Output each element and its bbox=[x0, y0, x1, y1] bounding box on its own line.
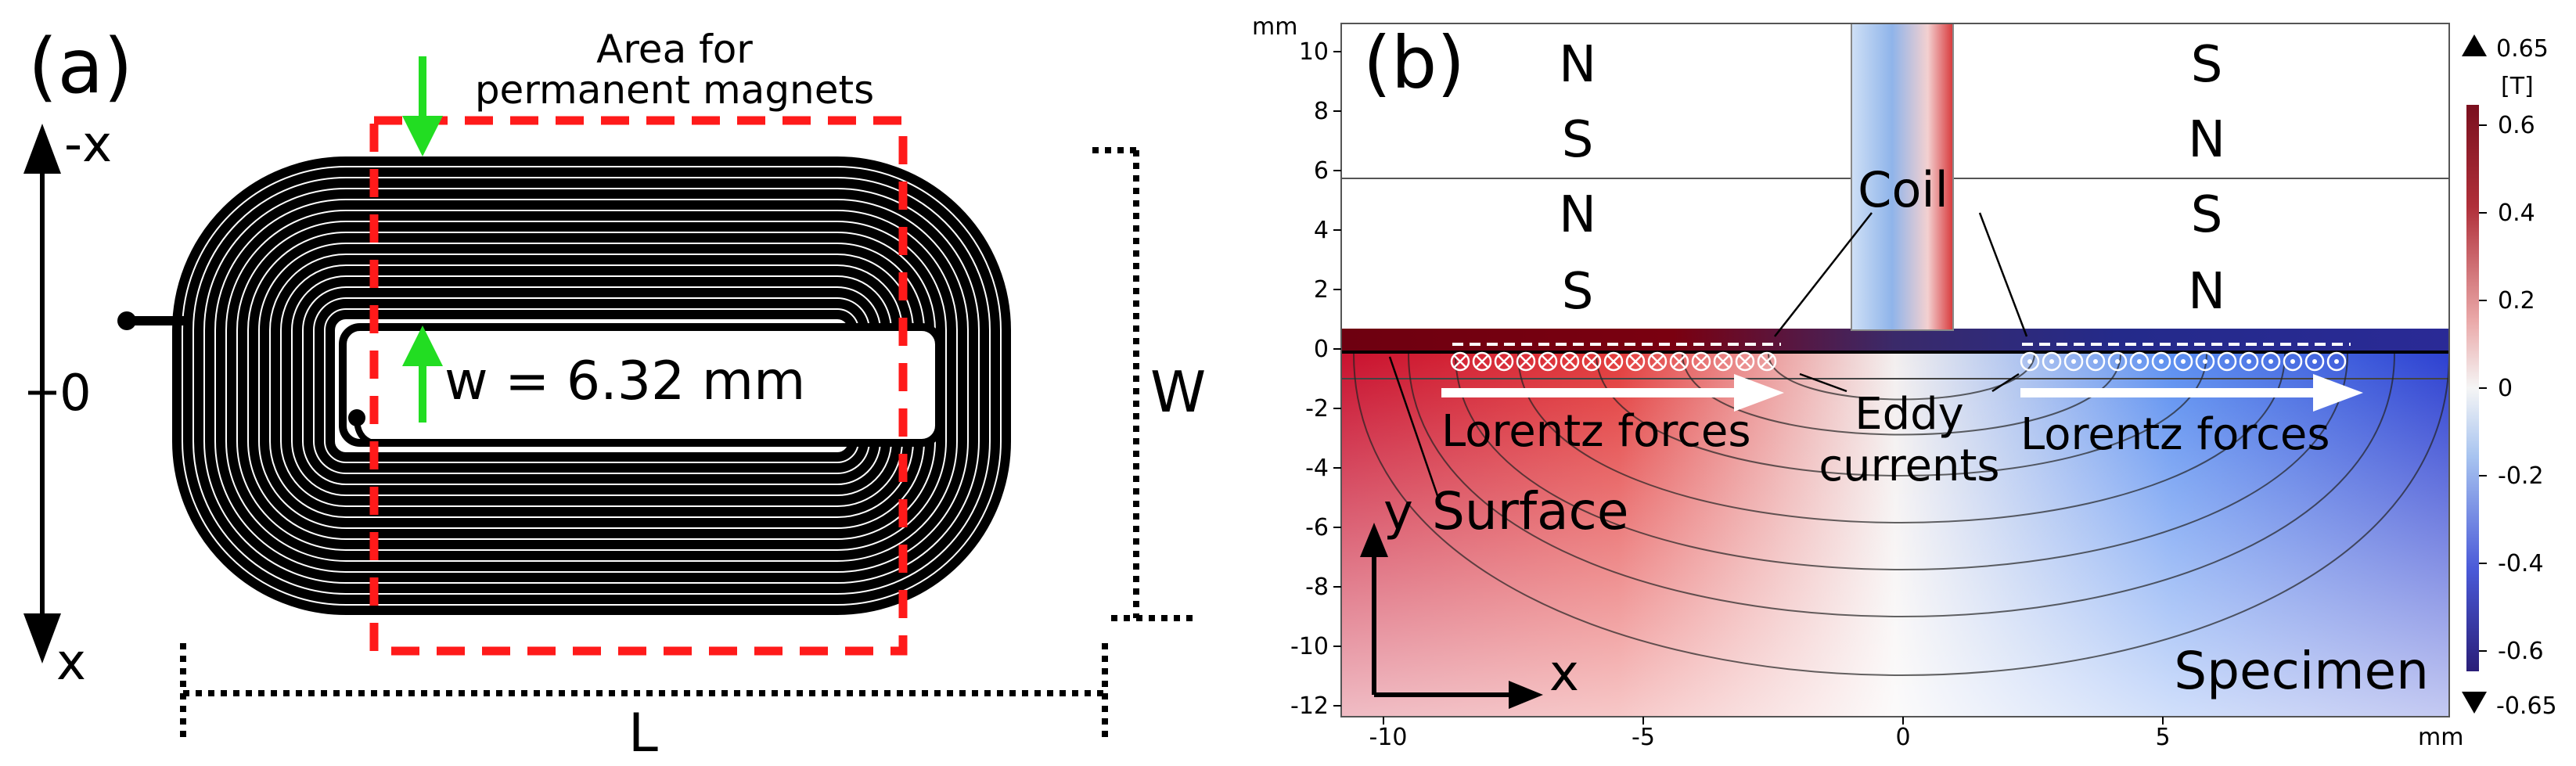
xy-axes-indicator bbox=[1360, 523, 1543, 709]
coil-cross-section bbox=[1851, 23, 1954, 331]
axis-pos-x-label: x bbox=[56, 634, 86, 692]
eddy-current-markers-left bbox=[1450, 351, 1777, 372]
y-tick: -4 bbox=[1305, 455, 1329, 482]
colorbar-max-label: 0.65 bbox=[2496, 35, 2549, 63]
y-tick: 8 bbox=[1314, 98, 1329, 125]
colorbar-tick: -0.4 bbox=[2498, 550, 2544, 577]
axis-neg-x-label: -x bbox=[64, 116, 112, 174]
colorbar-tick: -0.2 bbox=[2498, 462, 2544, 490]
field-plot bbox=[1341, 23, 2449, 717]
magnet-area-box bbox=[369, 116, 908, 656]
colorbar-unit: [T] bbox=[2501, 73, 2534, 100]
y-tick: -2 bbox=[1305, 395, 1329, 423]
colorbar-tick: 0 bbox=[2498, 375, 2513, 402]
axis-y-label: y bbox=[1383, 484, 1413, 541]
y-tick-labels: 10 8 6 4 2 0 -2 -4 -6 -8 -10 -12 bbox=[1290, 38, 1329, 720]
axis-x-label: x bbox=[1549, 645, 1579, 703]
unit-right: mm bbox=[2418, 724, 2463, 751]
y-tick: -8 bbox=[1305, 574, 1329, 601]
y-tick: 6 bbox=[1314, 157, 1329, 185]
x-tick: -5 bbox=[1632, 724, 1655, 751]
green-width-arrows bbox=[402, 56, 443, 423]
annotation-pointers bbox=[1388, 212, 2028, 508]
eddy-current-markers-right bbox=[2020, 351, 2347, 372]
y-tick: -6 bbox=[1305, 514, 1329, 541]
colorbar: 0.65 [T] 0.6 0.4 0.2 0 -0.2 -0.4 -0.6 -0… bbox=[2462, 34, 2557, 720]
magnet-area-label-line1: Area for bbox=[596, 27, 753, 72]
specimen-label: Specimen bbox=[2174, 641, 2429, 701]
colorbar-tick: 0.4 bbox=[2498, 200, 2535, 227]
coil-width-label: w = 6.32 mm bbox=[444, 351, 805, 412]
y-ticks bbox=[1333, 51, 1341, 707]
colorbar-tick: 0.6 bbox=[2498, 112, 2535, 139]
lorentz-arrow-left bbox=[1441, 374, 1784, 412]
magnet-left-4: S bbox=[1562, 263, 1594, 321]
lorentz-arrow-right bbox=[2020, 374, 2363, 412]
panel-a-label: (a) bbox=[28, 23, 133, 110]
colorbar-min-marker bbox=[2462, 692, 2487, 714]
coil-label: Coil bbox=[1858, 161, 1948, 218]
y-tick: 4 bbox=[1314, 217, 1329, 244]
y-tick: 10 bbox=[1299, 38, 1329, 66]
magnet-left-1: N bbox=[1559, 36, 1596, 94]
colorbar-max-marker bbox=[2462, 34, 2487, 56]
magnet-area-label-line2: permanent magnets bbox=[475, 67, 874, 113]
axis-zero-label: 0 bbox=[59, 365, 92, 423]
colorbar-min-label: -0.65 bbox=[2496, 692, 2557, 720]
magnet-right-3: S bbox=[2191, 186, 2223, 244]
eddy-label-line2: currents bbox=[1819, 441, 1999, 491]
dim-W-label: W bbox=[1150, 359, 1206, 425]
panel-a: (a) Area for permanent ma bbox=[23, 23, 1206, 764]
magnets-right: S N S N bbox=[2188, 36, 2225, 321]
y-tick: -10 bbox=[1290, 633, 1329, 660]
colorbar-tick: 0.2 bbox=[2498, 287, 2535, 315]
panel-b: (b) N S N S S N S N Coil Eddy currents L… bbox=[1252, 13, 2557, 751]
lorentz-label-right: Lorentz forces bbox=[2020, 409, 2330, 460]
unit-top: mm bbox=[1252, 13, 1297, 41]
magnet-right-4: N bbox=[2188, 263, 2225, 321]
eddy-label-line1: Eddy bbox=[1855, 389, 1964, 440]
magnet-right-2: N bbox=[2188, 111, 2225, 169]
colorbar-tick: -0.6 bbox=[2498, 638, 2544, 665]
y-tick: 2 bbox=[1314, 276, 1329, 304]
field-lines bbox=[1353, 353, 2449, 676]
plot-frame bbox=[1340, 23, 2450, 717]
dimension-L bbox=[180, 643, 1108, 743]
coil-inner-window bbox=[339, 323, 943, 447]
x-tick: 0 bbox=[1895, 724, 1910, 751]
surface-label: Surface bbox=[1432, 481, 1628, 541]
colorbar-gradient bbox=[2466, 105, 2479, 671]
coil-terminal-outer bbox=[117, 311, 136, 330]
panel-b-label: (b) bbox=[1363, 21, 1465, 105]
dimension-W bbox=[1092, 147, 1193, 621]
magnet-right-1: S bbox=[2191, 36, 2223, 94]
magnet-left-3: N bbox=[1559, 186, 1596, 244]
x-axis-arrow bbox=[23, 124, 61, 664]
y-tick: 0 bbox=[1314, 336, 1329, 363]
dim-L-label: L bbox=[628, 703, 658, 764]
magnet-left-2: S bbox=[1562, 111, 1594, 169]
magnets-left: N S N S bbox=[1559, 36, 1596, 321]
x-tick: 5 bbox=[2155, 724, 2170, 751]
x-tick: -10 bbox=[1369, 724, 1408, 751]
x-ticks bbox=[1383, 717, 2164, 725]
lorentz-label-left: Lorentz forces bbox=[1441, 406, 1751, 457]
y-tick: -12 bbox=[1290, 692, 1329, 720]
x-tick-labels: -10 -5 0 5 bbox=[1369, 724, 2171, 751]
surface-strip bbox=[1341, 329, 2449, 354]
